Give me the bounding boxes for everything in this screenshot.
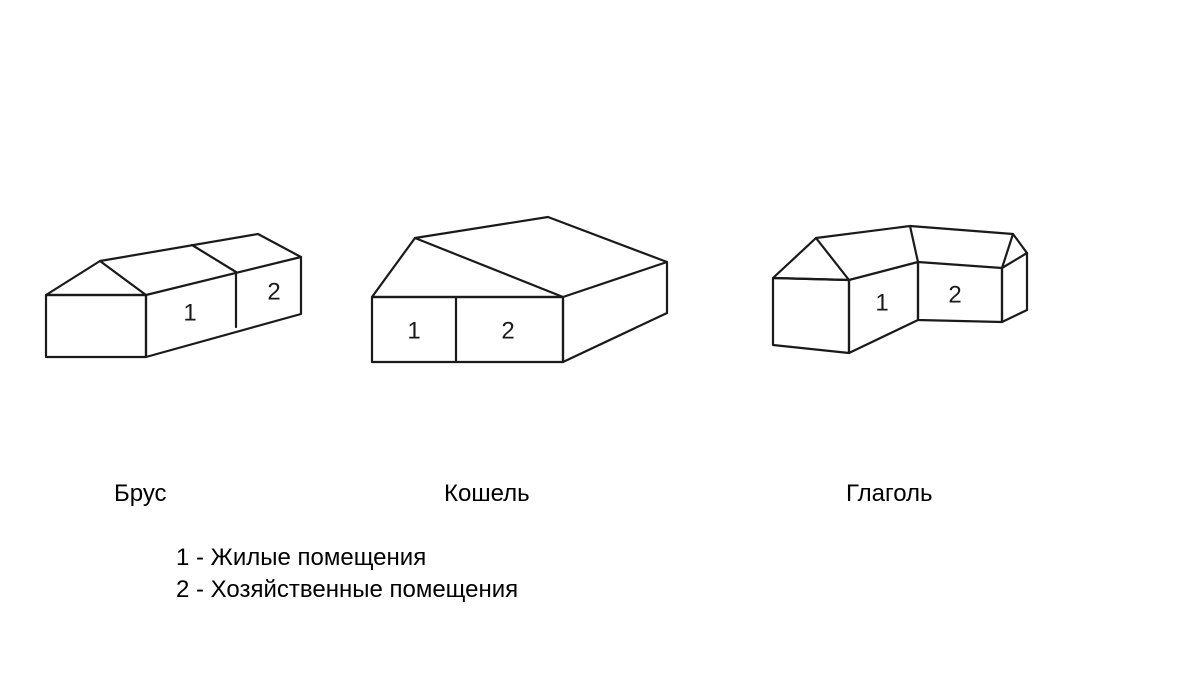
glagol-gable-end-wall [771,276,851,355]
brus-side-wall [144,255,303,359]
brus-gable-end-wall [44,293,148,359]
house-glagol: 1 2 [771,224,1029,355]
legend-item-utility-rooms: 2 - Хозяйственные помещения [176,576,519,603]
legend: 1 - Жилые помещения 2 - Хозяйственные по… [176,542,518,606]
house-koshel: 1 2 [370,215,669,364]
glagol-roof-wing [908,224,1029,255]
glagol-wing-end-wall [1000,251,1029,324]
koshel-label-1: 1 [407,317,420,344]
legend-item-living-rooms: 1 - Жилые помещения [176,544,427,571]
caption-glagol: Глаголь [846,480,933,507]
brus-label-2: 2 [267,278,280,305]
glagol-label-1: 1 [875,289,888,316]
koshel-front-wall [370,295,565,364]
caption-brus: Брус [114,480,167,507]
koshel-roof-front [370,236,565,299]
brus-roof-ridge-divider [190,243,238,274]
brus-gable-triangle [44,259,148,297]
brus-roof [98,232,303,263]
house-brus: 1 2 [44,232,303,359]
brus-label-1: 1 [183,299,196,326]
glagol-wing-gable-edge [1000,232,1015,270]
koshel-side-wall [561,260,669,364]
caption-koshel: Кошель [444,480,530,507]
koshel-roof-back [413,215,669,264]
glagol-label-2: 2 [948,281,961,308]
glagol-gable-triangle [771,236,851,282]
koshel-label-2: 2 [501,317,514,344]
